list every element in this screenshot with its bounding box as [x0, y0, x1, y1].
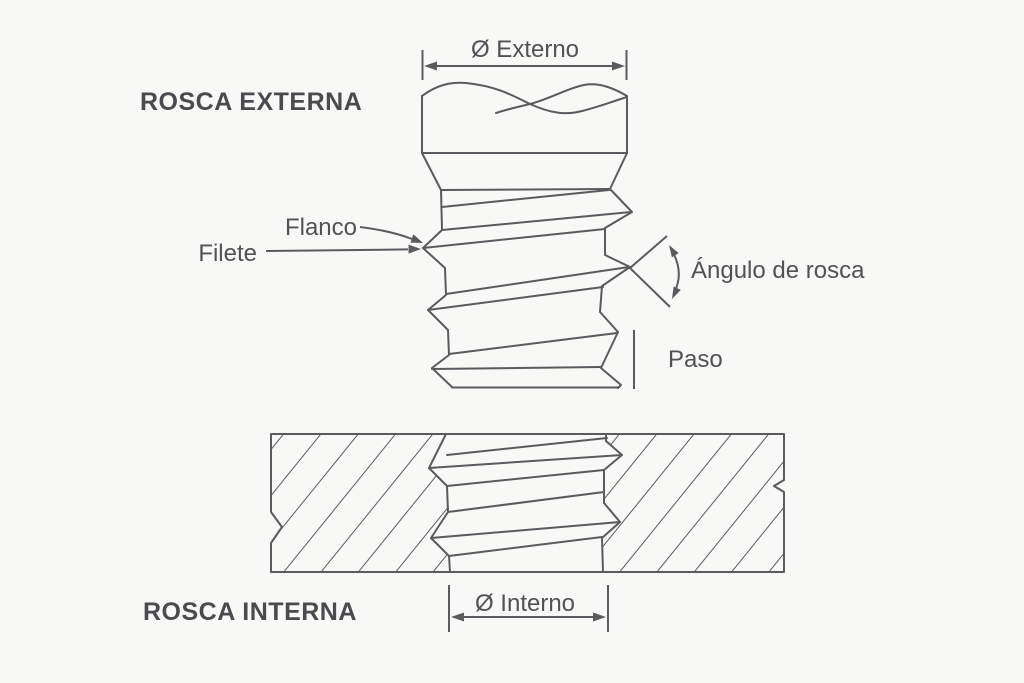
flanco-arrowhead: [410, 234, 423, 243]
pitch-label: Paso: [668, 346, 723, 373]
hatched-block-right: [601, 433, 785, 573]
dimension-arrow-left: [424, 61, 437, 71]
thread-left-silhouette: [422, 189, 453, 388]
thread-helix-line: [445, 266, 630, 295]
neck-right: [609, 152, 628, 190]
thread-helix-line: [427, 286, 604, 311]
internal-thread-heading: ROSCA INTERNA: [143, 598, 357, 626]
thread-top-line: [440, 188, 611, 191]
dimension-arrow-right: [593, 612, 606, 622]
channel-helix-line: [428, 454, 623, 469]
external-texts: Ø Externo Flanco Filete Ángulo de rosca …: [198, 36, 865, 373]
internal-thread-figure: Ø Interno ROSCA INTERNA: [143, 433, 785, 632]
external-thread-heading: ROSCA EXTERNA: [140, 88, 362, 116]
screw-outline: [421, 81, 633, 389]
outer-diameter-dimension: [421, 50, 628, 80]
inner-diameter-label: Ø Interno: [475, 590, 575, 617]
break-wave-upper: [495, 83, 628, 114]
thread-angle-annotation: [629, 235, 681, 308]
filete-arrowhead: [408, 244, 421, 254]
outer-diameter-label: Ø Externo: [471, 36, 579, 63]
dimension-arrow-left: [451, 612, 464, 622]
channel-helix-line: [446, 437, 608, 456]
dimension-arrow-right: [612, 61, 625, 71]
angle-arc-arrowhead-top: [669, 245, 679, 258]
external-thread-figure: Ø Externo Flanco Filete Ángulo de rosca …: [140, 36, 865, 389]
thread-angle-label: Ángulo de rosca: [691, 257, 865, 284]
thread-helix-line: [441, 189, 610, 208]
leader-arrows: [265, 226, 423, 254]
flanco-label: Flanco: [285, 214, 357, 241]
section-blocks: [270, 433, 785, 573]
flanco-leader-line: [359, 226, 413, 240]
thread-helix-line: [431, 366, 602, 370]
thread-helix-line: [448, 332, 618, 355]
channel-helix-line: [448, 536, 603, 557]
thread-helix-line: [422, 228, 606, 249]
internal-thread-channel: [428, 433, 623, 573]
break-wave-lower: [421, 81, 628, 115]
hatched-block-left: [270, 433, 451, 573]
angle-line-upper: [629, 235, 668, 269]
inner-diameter-dimension: [448, 585, 609, 632]
thread-right-silhouette: [599, 188, 633, 389]
angle-arc-arrowhead-bottom: [672, 286, 681, 299]
angle-line-lower: [629, 267, 671, 308]
channel-helix-line: [430, 521, 621, 539]
neck-left: [421, 152, 442, 191]
channel-helix-line: [447, 491, 605, 513]
filete-leader-line: [265, 248, 409, 252]
filete-label: Filete: [198, 240, 257, 267]
thread-helix-line: [441, 211, 632, 231]
channel-helix-line: [446, 469, 605, 487]
